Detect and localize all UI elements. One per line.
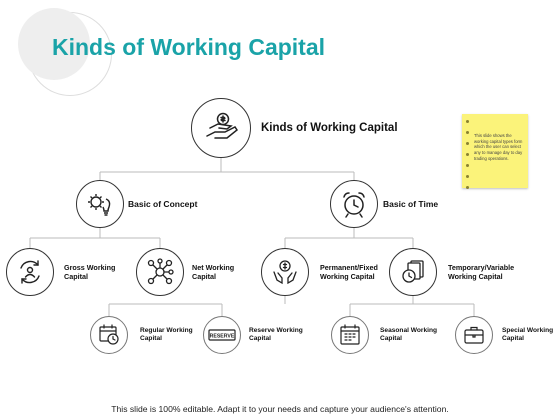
slide-title: Kinds of Working Capital xyxy=(52,34,326,60)
concept-label: Basic of Concept xyxy=(128,199,198,209)
reserve-node: RESERVE xyxy=(203,316,241,354)
time-label: Basic of Time xyxy=(383,199,439,209)
sticky-note-text: This slide shows the working capital typ… xyxy=(474,133,523,161)
gross-node xyxy=(6,248,54,296)
gear-bulb-icon xyxy=(88,194,111,216)
decorative-circle xyxy=(18,8,90,80)
coin-hands-icon xyxy=(273,260,297,285)
alarm-clock-icon xyxy=(343,192,365,218)
seasonal-node xyxy=(331,316,369,354)
reserve-sign-text: RESERVE xyxy=(210,333,235,339)
briefcase-icon xyxy=(464,326,484,344)
seasonal-label: Seasonal Working Capital xyxy=(380,327,438,342)
net-label: Net Working Capital xyxy=(192,263,235,281)
circular-arrows-icon xyxy=(20,260,40,284)
special-node xyxy=(455,316,493,354)
sticky-note: This slide shows the working capital typ… xyxy=(462,114,528,189)
root-label: Kinds of Working Capital xyxy=(261,122,398,134)
net-node xyxy=(136,248,184,296)
note-binding-dots xyxy=(466,120,469,197)
special-label: Special Working Capital xyxy=(502,327,554,342)
time-node xyxy=(330,180,378,228)
root-node xyxy=(191,98,251,158)
temporary-label: Temporary/Variable Working Capital xyxy=(448,263,515,281)
concept-node xyxy=(76,180,124,228)
permanent-node xyxy=(261,248,309,296)
temporary-node xyxy=(389,248,437,296)
calendar-clock-icon xyxy=(99,324,119,345)
regular-label: Regular Working Capital xyxy=(140,327,193,342)
gross-label: Gross Working Capital xyxy=(64,263,116,281)
permanent-label: Permanent/Fixed Working Capital xyxy=(320,263,378,281)
reserve-label: Reserve Working Capital xyxy=(249,327,303,342)
calendar-icon xyxy=(340,324,360,345)
network-icon xyxy=(147,258,174,285)
footer-text: This slide is 100% editable. Adapt it to… xyxy=(111,404,449,414)
reserve-sign-icon: RESERVE xyxy=(208,329,236,341)
regular-node xyxy=(90,316,128,354)
money-hand-icon xyxy=(206,112,239,139)
cards-clock-icon xyxy=(402,260,424,283)
